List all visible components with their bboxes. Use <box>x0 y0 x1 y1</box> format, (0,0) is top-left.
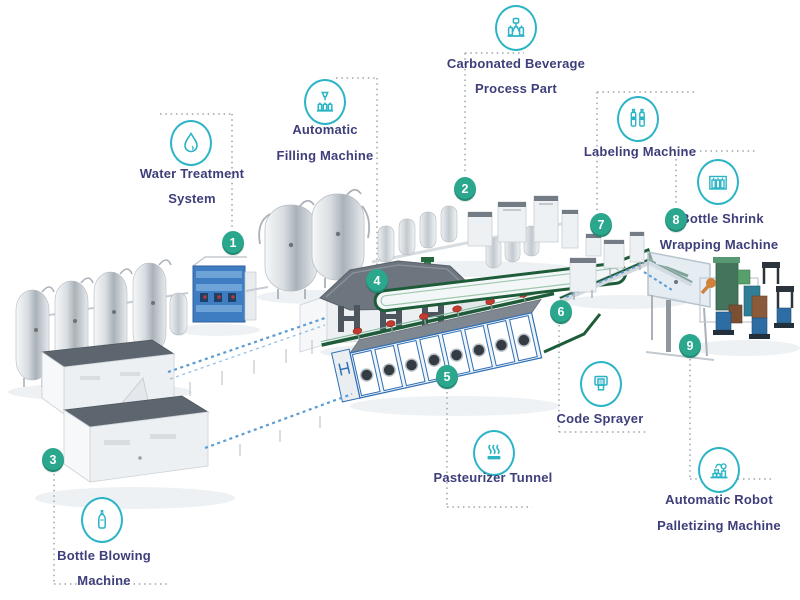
wrapping-screen <box>645 251 715 361</box>
station-badge-9: 9 <box>679 334 701 358</box>
label-bottle-blowing-line1: Bottle Blowing <box>57 548 151 563</box>
label-labeling-machine: Labeling Machine <box>583 144 697 159</box>
pallet-stacks <box>713 262 794 339</box>
station-badge-7: 7 <box>590 213 612 237</box>
carbonation-tanks <box>371 195 579 269</box>
labeled-bottles-icon <box>617 96 659 142</box>
label-shrink-wrap-line2: Wrapping Machine <box>659 237 779 252</box>
robot-arm-icon <box>698 447 740 493</box>
label-pasteurizer: Pasteurizer Tunnel <box>433 470 553 485</box>
label-code-sprayer: Code Sprayer <box>556 411 644 426</box>
water-drop-icon <box>170 120 212 166</box>
label-bottle-blowing-line2: Machine <box>77 573 131 588</box>
filling-nozzle-icon <box>304 79 346 125</box>
label-palletizing-line2: Palletizing Machine <box>657 518 781 533</box>
station-badge-6: 6 <box>550 300 572 324</box>
pasteurizer-tunnel <box>320 289 555 403</box>
buffer-tanks <box>258 188 371 299</box>
steam-tray-icon <box>473 430 515 476</box>
label-carbonated-line2: Process Part <box>475 81 557 96</box>
station-badge-4: 4 <box>366 269 388 293</box>
bottle-conveyors <box>167 271 673 456</box>
bottle-blowing-machines <box>40 339 210 483</box>
station-badge-8: 8 <box>665 208 687 232</box>
station-badge-5: 5 <box>436 365 458 389</box>
station-badge-1: 1 <box>222 231 244 255</box>
water-treatment-machine <box>192 256 269 323</box>
station-badge-2: 2 <box>454 177 476 201</box>
conveyor-loop <box>373 248 689 354</box>
bottle-icon <box>81 497 123 543</box>
label-carbonated-line1: Carbonated Beverage <box>446 56 586 71</box>
mixer-bottles-icon <box>495 5 537 51</box>
label-palletizing-line1: Automatic Robot <box>665 492 773 507</box>
label-water-treatment-line1: Water Treatment <box>139 166 245 181</box>
label-filling-line2: Filling Machine <box>276 148 374 163</box>
label-shrink-wrap-line1: Bottle Shrink <box>680 211 764 226</box>
code-printer-icon <box>580 361 622 407</box>
label-filling-line1: Automatic <box>292 122 358 137</box>
label-water-treatment-line2: System <box>168 191 216 206</box>
station-badge-3: 3 <box>42 448 64 472</box>
dotted-connectors <box>53 52 771 585</box>
palletizing-machine <box>699 257 794 339</box>
wrapped-bottles-icon <box>697 159 739 205</box>
